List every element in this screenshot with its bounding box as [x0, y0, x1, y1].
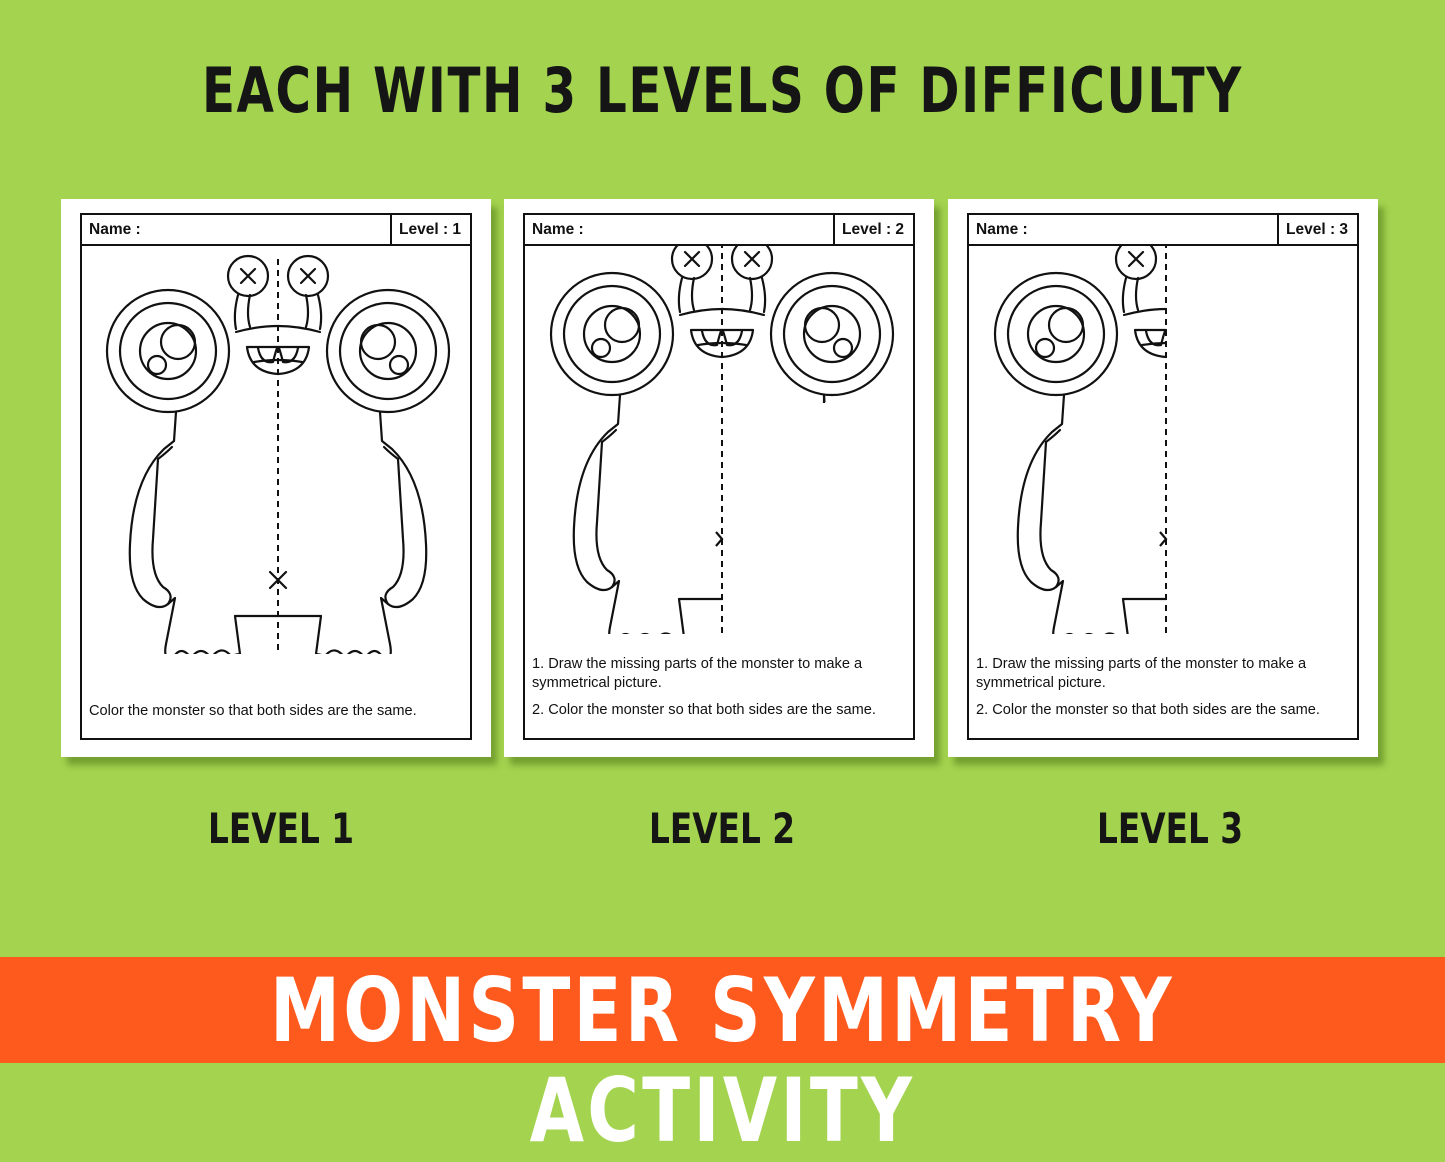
- level-2-caption: LEVEL 2: [648, 804, 796, 853]
- level-box: Level : 2: [833, 215, 913, 244]
- worksheet-frame: Name : Level : 2 1. Draw the missing par…: [523, 213, 915, 740]
- footer-title: MONSTER SYMMETRY ACTIVITY: [269, 959, 1175, 1162]
- monster-drawing: [105, 254, 451, 654]
- level-1-caption: LEVEL 1: [207, 804, 355, 853]
- worksheet-card-level-2: Name : Level : 2 1. Draw the missing par…: [504, 199, 934, 757]
- name-label: Name :: [976, 221, 1028, 238]
- monster-drawing: [549, 244, 895, 634]
- worksheet-header: Name : Level : 2: [525, 215, 913, 246]
- instruction-step-2: 2. Color the monster so that both sides …: [532, 702, 876, 718]
- instruction-step-2: 2. Color the monster so that both sides …: [976, 702, 1320, 718]
- instruction-text: Color the monster so that both sides are…: [89, 703, 417, 719]
- worksheet-header: Name : Level : 3: [969, 215, 1357, 246]
- level-3-caption: LEVEL 3: [1096, 804, 1244, 853]
- instruction-step-1: 1. Draw the missing parts of the monster…: [976, 656, 1307, 691]
- monster-drawing: [993, 244, 1168, 634]
- name-label: Name :: [89, 221, 141, 238]
- level-label: Level : 1: [399, 221, 462, 238]
- instruction-step-1: 1. Draw the missing parts of the monster…: [532, 656, 863, 691]
- worksheet-frame: Name : Level : 1 Color the monster so th…: [80, 213, 472, 740]
- worksheet-card-level-3: Name : Level : 3 1. Draw the missing par…: [948, 199, 1378, 757]
- name-label: Name :: [532, 221, 584, 238]
- level-label: Level : 3: [1286, 221, 1349, 238]
- level-label: Level : 2: [842, 221, 905, 238]
- level-box: Level : 3: [1277, 215, 1357, 244]
- footer-banner: MONSTER SYMMETRY ACTIVITY: [0, 957, 1445, 1161]
- worksheet-frame: Name : Level : 3 1. Draw the missing par…: [967, 213, 1359, 740]
- worksheet-card-level-1: Name : Level : 1 Color the monster so th…: [61, 199, 491, 757]
- level-box: Level : 1: [390, 215, 470, 244]
- worksheet-header: Name : Level : 1: [82, 215, 470, 246]
- headline: EACH WITH 3 LEVELS OF DIFFICULTY: [201, 54, 1243, 127]
